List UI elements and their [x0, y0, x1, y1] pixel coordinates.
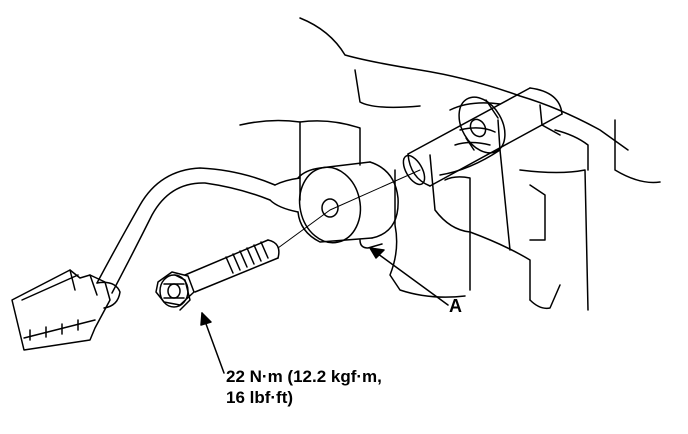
callout-a-label: A [449, 296, 462, 316]
knock-sensor [297, 161, 399, 249]
callout-a-leader [369, 247, 449, 306]
alignment-axis [277, 169, 421, 249]
mounting-bolt [155, 239, 280, 311]
torque-leader [200, 312, 225, 374]
engine-block [239, 17, 661, 311]
sensor-harness [96, 167, 301, 294]
torque-spec-line-2: 16 lbf·ft) [226, 388, 294, 407]
torque-spec-line-1: 22 N·m (12.2 kgf·m, [226, 367, 382, 386]
mounting-stud [402, 87, 563, 187]
harness-connector [11, 269, 121, 351]
